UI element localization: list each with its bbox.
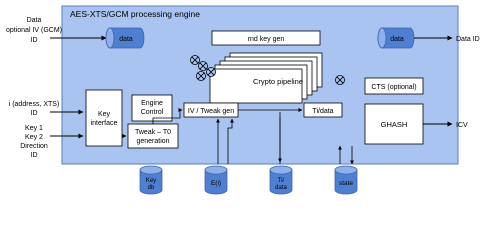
data-in-fifo: data (105, 27, 145, 49)
engine-control-block (131, 94, 173, 122)
ti-data-label: Ti/data (312, 108, 333, 115)
ti-data-block (303, 102, 343, 118)
diagram-canvas: AES-XTS/GCM processing engine Data optio… (6, 5, 480, 195)
svg-text:data: data (275, 185, 287, 191)
svg-text:Key 2: Key 2 (25, 134, 43, 141)
svg-text:E(i): E(i) (211, 180, 221, 187)
key-interface-block (85, 89, 123, 147)
svg-text:Direction: Direction (20, 143, 48, 150)
svg-text:ID: ID (31, 152, 38, 159)
ti-data-store: Ti/ data (269, 165, 293, 195)
xor-icon (190, 55, 200, 65)
input-key-label: Key 1 Key 2 Direction ID (20, 125, 48, 159)
input-address-label: i (address, XTS) ID (9, 101, 60, 117)
svg-text:optional IV (GCM): optional IV (GCM) (6, 27, 62, 34)
key-db-store: Key db (139, 165, 163, 195)
output-icv-label: ICV (456, 122, 468, 129)
engine-control-label-2: Control (141, 109, 164, 116)
cts-block (364, 77, 424, 95)
svg-text:ID: ID (31, 37, 38, 44)
cts-label: CTS (optional) (371, 84, 416, 91)
engine-title: AES-XTS/GCM processing engine (70, 9, 200, 19)
xor-icon (198, 61, 208, 71)
svg-text:Key 1: Key 1 (25, 125, 43, 132)
svg-text:state: state (339, 180, 353, 187)
ghash-block (364, 103, 424, 145)
svg-text:data: data (119, 36, 133, 43)
engine-control-label-1: Engine (141, 100, 163, 107)
xor-stage-icons (190, 55, 345, 85)
internal-connections (122, 108, 354, 165)
key-interface-label-2: interface (91, 120, 118, 127)
state-store: state (334, 165, 358, 195)
crypto-pipeline-label: Crypto pipeline (253, 77, 303, 86)
svg-text:Ti/: Ti/ (278, 178, 285, 184)
svg-text:i (address, XTS): i (address, XTS) (9, 101, 60, 108)
input-data-label: Data optional IV (GCM) ID (6, 17, 62, 44)
rnd-key-gen-block (211, 30, 321, 46)
xor-icon (196, 71, 206, 81)
xor-icon (206, 67, 216, 77)
output-data-id-label: Data ID (456, 36, 480, 43)
svg-text:ID: ID (31, 110, 38, 117)
e0-store: E(i) (204, 165, 228, 195)
iv-tweak-gen-label: IV / Tweak gen (188, 108, 234, 115)
svg-text:Key: Key (146, 178, 156, 184)
rnd-key-gen-label: rnd key gen (248, 36, 285, 43)
svg-text:db: db (148, 185, 155, 191)
tweak-t0-label-1: Tweak – T0 (135, 129, 171, 136)
tweak-t0-label-2: generation (136, 138, 169, 145)
data-out-fifo: data (377, 27, 415, 49)
svg-text:data: data (390, 36, 404, 43)
key-interface-label-1: Key (98, 111, 111, 118)
svg-text:Data: Data (27, 17, 42, 24)
ghash-label: GHASH (381, 120, 408, 129)
xor-icon (335, 75, 345, 85)
crypto-pipeline-stack (209, 52, 323, 104)
